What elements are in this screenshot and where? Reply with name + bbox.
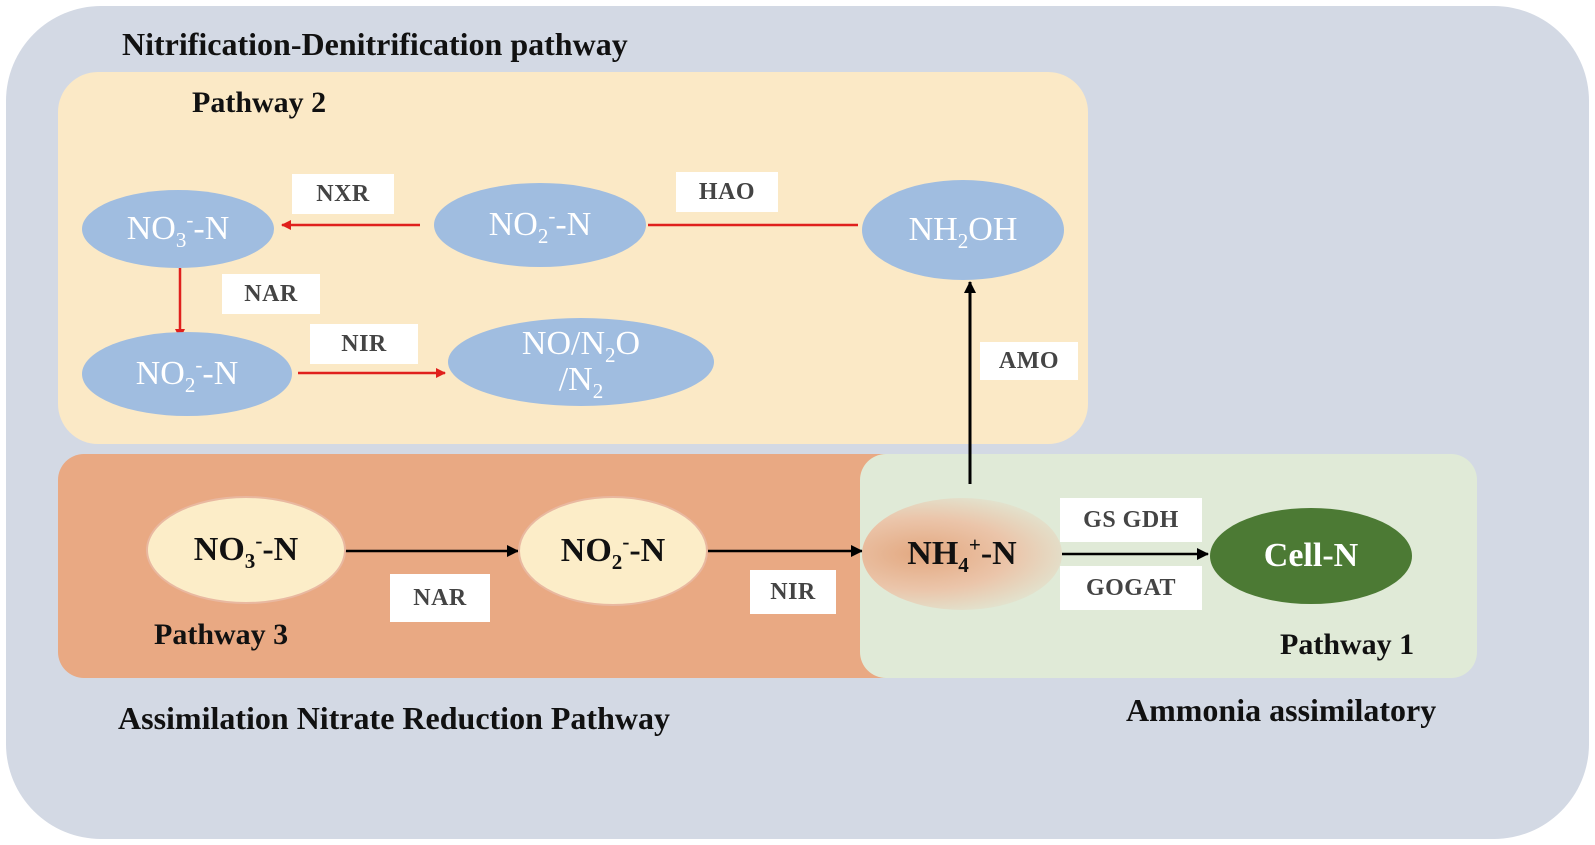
assimilation-title: Assimilation Nitrate Reduction Pathway (118, 700, 670, 736)
pathway2-title: Pathway 2 (192, 86, 327, 119)
node-cell-n: Cell-N (1210, 508, 1412, 604)
node-nh2oh: NH2OH (862, 180, 1064, 280)
nitrification-denitrification-title: Nitrification-Denitrification pathway (122, 26, 628, 62)
ammonia-assimilatory-title: Ammonia assimilatory (1126, 692, 1437, 728)
node-nh4-n: NH4+-N (862, 498, 1062, 610)
enzyme-label-nir-p2: NIR (310, 324, 418, 364)
enzyme-label-nxr: NXR (292, 174, 394, 214)
node-p3-no2-n: NO2--N (518, 496, 708, 606)
enzyme-label-nir-p3: NIR (750, 570, 836, 614)
node-no2-n-bottom: NO2--N (82, 332, 292, 416)
enzyme-label-amo: AMO (980, 342, 1078, 380)
pathway3-title: Pathway 3 (154, 618, 289, 651)
enzyme-label-hao: HAO (676, 172, 778, 212)
enzyme-label-gs-gdh: GS GDH (1060, 498, 1202, 542)
pathway1-title: Pathway 1 (1280, 628, 1415, 661)
node-p3-no3-n: NO3--N (146, 496, 346, 604)
enzyme-label-nar-p2: NAR (222, 274, 320, 314)
node-no-n2o-n2: NO/N2O /N2 (448, 318, 714, 406)
node-no3-n: NO3--N (82, 190, 274, 268)
node-no2-n-top: NO2--N (434, 183, 646, 267)
enzyme-label-nar-p3: NAR (390, 574, 490, 622)
enzyme-label-gogat: GOGAT (1060, 566, 1202, 610)
